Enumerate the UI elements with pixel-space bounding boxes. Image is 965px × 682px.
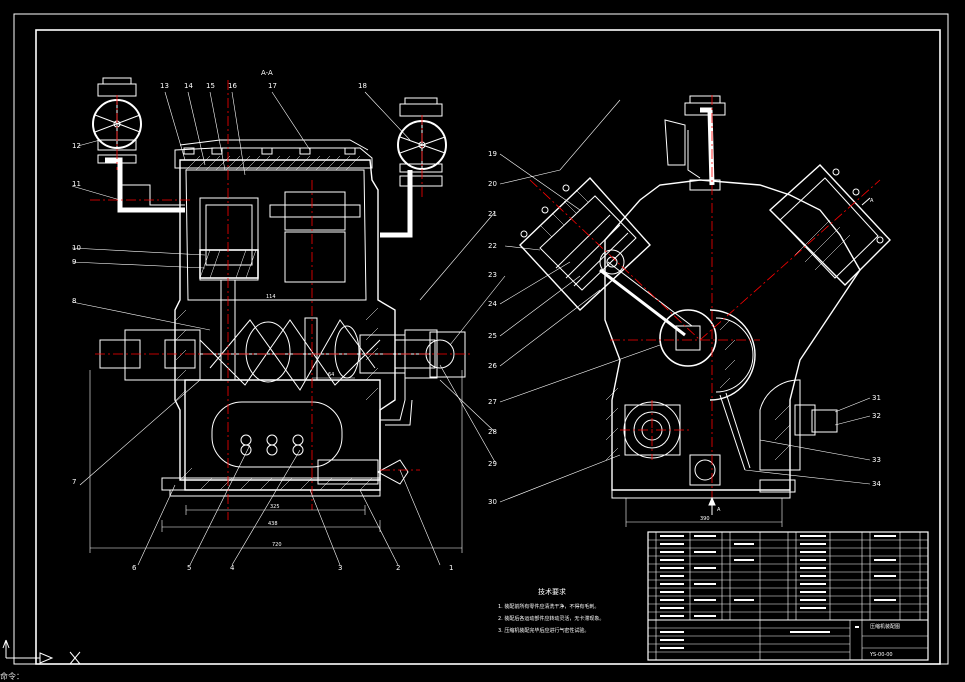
part-number-label: 7	[72, 478, 76, 486]
part-number-label: 14	[184, 82, 193, 90]
part-number-label: 33	[872, 456, 881, 464]
view-arrow-label-bottom: A	[717, 507, 721, 513]
right-side-view	[519, 95, 891, 499]
part-number-label: 11	[72, 180, 81, 188]
part-number-label: 23	[488, 271, 497, 279]
notes-title: 技术要求	[538, 587, 566, 596]
right-part-number-labels: 19 20 21 22 23 24 25 26 27 28 29 30 31 3…	[488, 150, 881, 506]
technical-requirements: 技术要求 1. 装配前所有零件应清洗干净，不得有毛刺。 2. 装配后各运动部件应…	[498, 587, 604, 634]
dimension-438: 438	[268, 521, 278, 527]
right-view-leaders	[419, 99, 871, 503]
note-line: 1. 装配前所有零件应清洗干净，不得有毛刺。	[498, 603, 599, 610]
part-number-label: 32	[872, 412, 881, 420]
part-number-label: 34	[872, 480, 881, 488]
part-number-label: 3	[338, 564, 342, 572]
part-number-label: 31	[872, 394, 881, 402]
part-number-label: 5	[187, 564, 191, 572]
parts-list-filler-text	[660, 535, 896, 649]
part-number-label: 20	[488, 180, 497, 188]
dimension-325: 325	[270, 504, 280, 510]
part-number-label: 18	[358, 82, 367, 90]
part-number-label: 19	[488, 150, 497, 158]
part-number-label: 12	[72, 142, 81, 150]
part-number-label: 4	[230, 564, 235, 572]
part-number-label: 24	[488, 300, 497, 308]
left-part-number-labels: 1 2 3 4 5 6 7 8 9 10 11 12 13 14 15 16 1…	[72, 82, 453, 572]
part-number-label: 2	[396, 564, 400, 572]
note-line: 2. 装配后各运动部件应转动灵活，无卡滞现象。	[498, 615, 604, 622]
part-number-label: 10	[72, 244, 81, 252]
title-block-drawing-title: 压缩机装配图	[870, 623, 900, 630]
right-view-dimensions	[625, 498, 783, 527]
part-number-label: 8	[72, 297, 76, 305]
part-number-label: 30	[488, 498, 497, 506]
part-number-label: 29	[488, 460, 497, 468]
part-number-label: 6	[132, 564, 137, 572]
part-number-label: 28	[488, 428, 497, 436]
part-number-label: 9	[72, 258, 76, 266]
part-number-label: 13	[160, 82, 169, 90]
dimension-114: 114	[266, 294, 276, 300]
part-number-label: 22	[488, 242, 497, 250]
part-number-label: 16	[228, 82, 237, 90]
view-arrow-marks	[708, 197, 871, 515]
right-view-hatching	[539, 189, 851, 461]
part-number-label: 27	[488, 398, 497, 406]
view-arrow-label-top: A	[870, 198, 874, 204]
ucs-icon	[2, 639, 81, 665]
dimension-64: 64	[328, 372, 334, 378]
dimension-720: 720	[272, 542, 282, 548]
left-view-centerlines	[90, 80, 470, 520]
left-view-dimensions	[89, 299, 463, 553]
part-number-label: 26	[488, 362, 497, 370]
parts-list-table	[647, 531, 929, 661]
part-number-label: 21	[488, 210, 497, 218]
note-line: 3. 压缩机装配完毕后应进行气密性试验。	[498, 627, 589, 634]
left-section-view	[92, 77, 466, 497]
sheet-outer-border	[13, 13, 949, 665]
title-block-drawing-number: YS-00-00	[869, 652, 893, 658]
part-number-label: 17	[268, 82, 277, 90]
left-view-leaders	[71, 91, 441, 566]
part-number-label: 15	[206, 82, 215, 90]
command-line[interactable]: 命令：	[0, 672, 965, 682]
sheet-inner-border	[35, 29, 941, 665]
part-number-label: 25	[488, 332, 497, 340]
right-view-centerlines	[529, 95, 881, 510]
left-view-hatching	[175, 155, 379, 491]
part-number-label: 1	[449, 564, 453, 572]
dimension-390: 390	[700, 516, 710, 522]
section-label: A-A	[261, 69, 273, 77]
